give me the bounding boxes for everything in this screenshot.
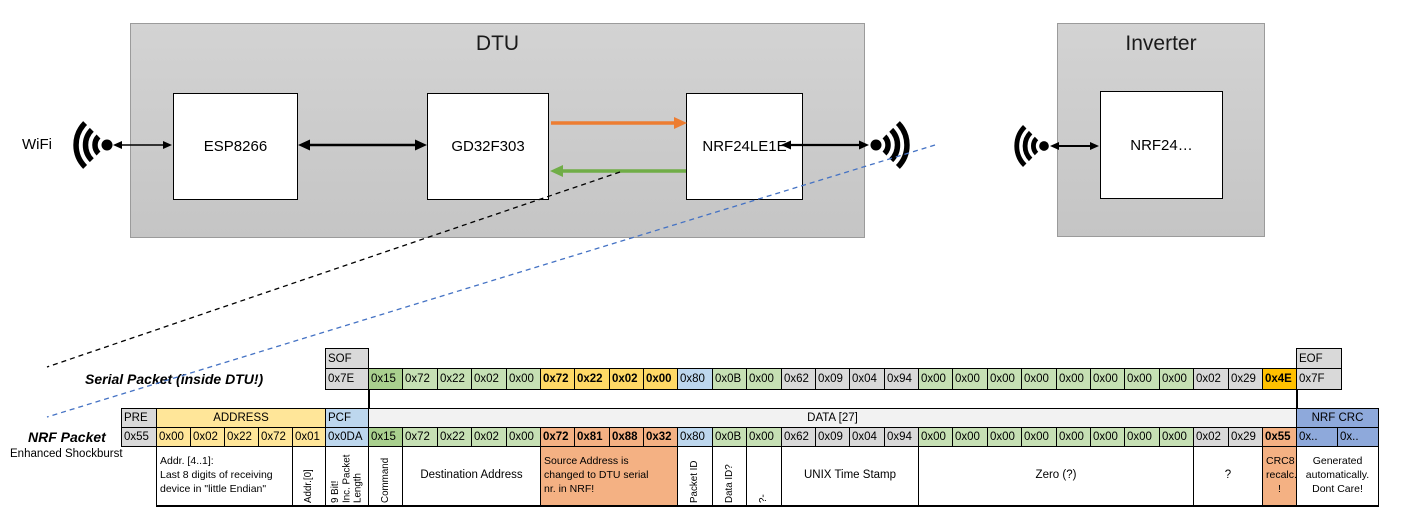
serial-byte-cell: 0x22 bbox=[437, 368, 472, 390]
wifi-icon-dtu-right bbox=[870, 121, 910, 169]
serial-byte-cell: 0x00 bbox=[918, 368, 953, 390]
arrow-gd32f303-to-nrf24le1e bbox=[551, 117, 687, 129]
nrf-annotation-cell: Addr.[0] bbox=[292, 446, 326, 507]
serial-byte-cell: 0x7F bbox=[1296, 368, 1342, 390]
esp8266-box: ESP8266 bbox=[173, 93, 298, 200]
inverter-nrf24-label: NRF24… bbox=[1130, 136, 1193, 154]
arrow-esp8266-gd32f303 bbox=[298, 139, 427, 151]
nrf-packet-pointer-dashed-line bbox=[46, 144, 936, 418]
nrf-annotation-cell: Generated automatically. Dont Care! bbox=[1296, 446, 1379, 507]
dtu-title: DTU bbox=[475, 32, 520, 55]
nrf-annotation-cell: Command bbox=[368, 446, 403, 507]
esp8266-label: ESP8266 bbox=[203, 138, 268, 155]
nrf-byte-cell: 0x00 bbox=[1021, 427, 1057, 447]
nrf-byte-cell: 0x80 bbox=[677, 427, 713, 447]
serial-byte-cell: 0x00 bbox=[746, 368, 782, 390]
serial-byte-cell: 0x04 bbox=[849, 368, 885, 390]
arrow-inverterwifi-nrf24 bbox=[1050, 142, 1099, 150]
nrf-annotation-cell: Packet ID bbox=[677, 446, 713, 507]
serial-byte-cell: 0x00 bbox=[1056, 368, 1091, 390]
nrf-annotation-cell: Source Address is changed to DTU serial … bbox=[540, 446, 678, 507]
inverter-title: Inverter bbox=[1125, 32, 1197, 55]
nrf-byte-cell: 0x72 bbox=[258, 427, 293, 447]
nrf24le1e-label: NRF24LE1E bbox=[702, 138, 787, 155]
wifi-icon-left bbox=[73, 121, 113, 169]
nrf-annotation-cell: ?- bbox=[746, 446, 782, 507]
serial-packet-pointer-dashed-line bbox=[46, 171, 621, 368]
wifi-icon-inverter bbox=[1014, 125, 1049, 167]
wifi-label: WiFi bbox=[22, 136, 52, 153]
nrf-annotation-cell: UNIX Time Stamp bbox=[781, 446, 919, 507]
nrf-annotation-cell: Destination Address bbox=[402, 446, 541, 507]
arrow-nrf24le1e-to-gd32f303 bbox=[550, 165, 686, 177]
arrow-nrf24le1e-wifi bbox=[781, 140, 869, 150]
nrf-byte-cell: 0x15 bbox=[368, 427, 403, 447]
arrow-wifi-esp8266 bbox=[113, 141, 172, 149]
nrf-packet-sublabel: Enhanced Shockburst bbox=[10, 448, 123, 460]
serial-byte-cell: 0x4E bbox=[1262, 368, 1297, 390]
nrf-packet-label: NRF Packet bbox=[28, 429, 106, 445]
nrf-byte-cell: 0x00 bbox=[987, 427, 1022, 447]
table-connector-left bbox=[368, 387, 370, 409]
nrf-byte-cell: 0x72 bbox=[540, 427, 575, 447]
inverter-group-box: Inverter bbox=[1057, 23, 1265, 237]
serial-byte-cell: 0x00 bbox=[952, 368, 988, 390]
serial-byte-cell: 0x02 bbox=[471, 368, 507, 390]
serial-byte-cell: 0x09 bbox=[815, 368, 850, 390]
nrf-annotation-cell: CRC8 recalc. ! bbox=[1262, 446, 1297, 507]
serial-byte-cell: 0x80 bbox=[677, 368, 713, 390]
serial-byte-cell: 0x7E bbox=[325, 368, 369, 390]
nrf-byte-cell: 0x22 bbox=[224, 427, 259, 447]
serial-byte-cell: 0x94 bbox=[884, 368, 919, 390]
serial-byte-cell: 0x62 bbox=[781, 368, 816, 390]
nrf-byte-cell: 0x88 bbox=[609, 427, 644, 447]
nrf-annotation-cell: Addr. [4..1]: Last 8 digits of receiving… bbox=[156, 446, 293, 507]
serial-byte-cell: 0x00 bbox=[1021, 368, 1057, 390]
nrf-byte-cell: 0x02 bbox=[471, 427, 507, 447]
inverter-nrf24-box: NRF24… bbox=[1100, 91, 1223, 199]
nrf24le1e-box: NRF24LE1E bbox=[686, 93, 803, 200]
nrf-byte-cell: 0x55 bbox=[121, 427, 157, 447]
nrf-byte-cell: 0x00 bbox=[506, 427, 541, 447]
table-connector-right bbox=[1296, 387, 1298, 409]
nrf-header-cell: PRE bbox=[121, 408, 157, 428]
gd32f303-label: GD32F303 bbox=[451, 138, 525, 155]
serial-byte-cell: 0x00 bbox=[1090, 368, 1125, 390]
nrf-byte-cell: 0x0B bbox=[712, 427, 747, 447]
nrf-annotation-cell: Zero (?) bbox=[918, 446, 1194, 507]
serial-packet-label: Serial Packet (inside DTU!) bbox=[85, 371, 264, 387]
gd32f303-box: GD32F303 bbox=[427, 93, 549, 200]
nrf-annotation-cell: 9 Bit! Inc. Packet Length bbox=[325, 446, 369, 507]
nrf-byte-cell: 0x62 bbox=[781, 427, 816, 447]
